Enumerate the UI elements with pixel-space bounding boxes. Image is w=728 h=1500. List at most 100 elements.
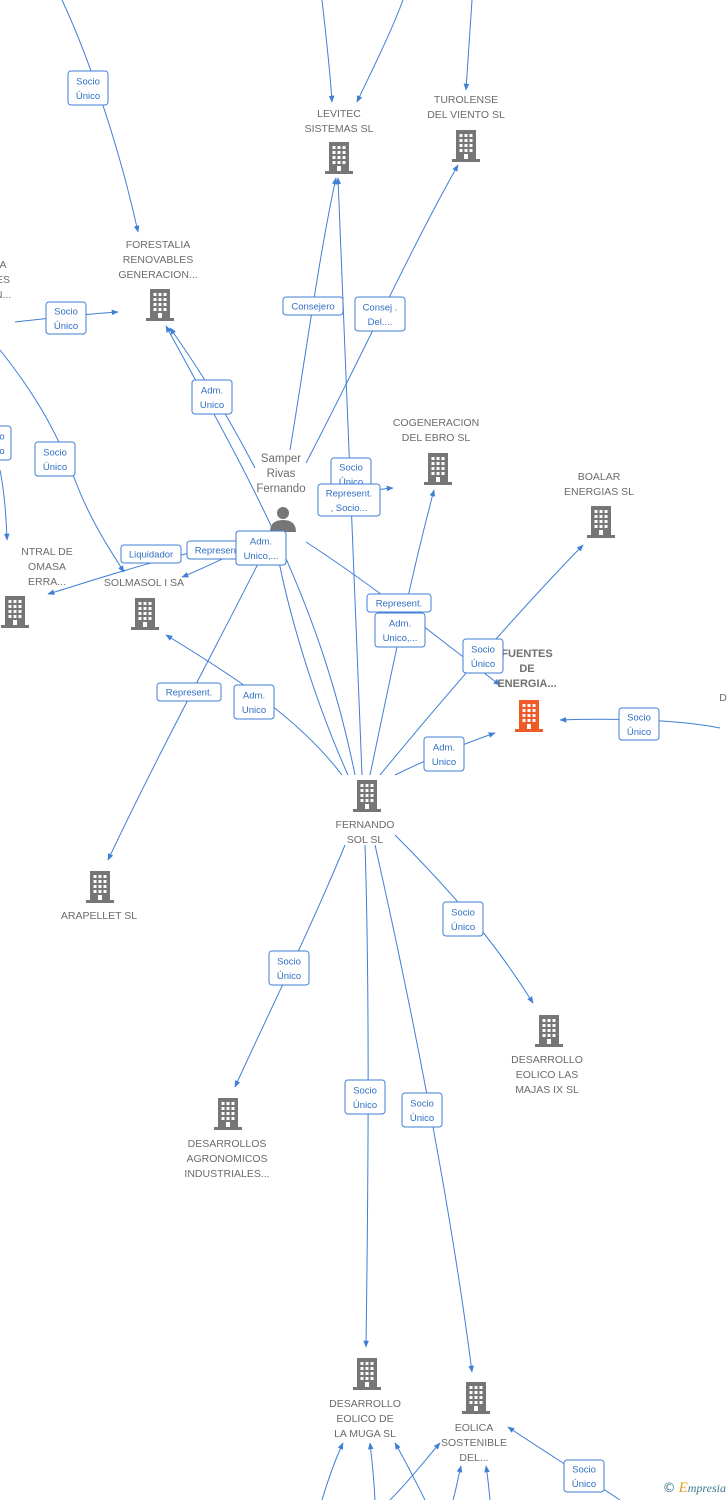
edge	[321, 0, 335, 103]
edge-label-adm-solmasol[interactable]: Adm.Unico	[233, 684, 275, 720]
edge-label-text: Socio	[54, 306, 78, 317]
edge-label-text: Adm.	[433, 742, 455, 753]
edge-label-box	[618, 707, 660, 741]
node-right-d[interactable]: D	[719, 692, 727, 704]
edge-label-represent-arap[interactable]: Represent.	[156, 682, 222, 702]
edge-label-text: Único	[339, 477, 363, 488]
node-label-line: INDUSTRIALES...	[184, 1168, 269, 1180]
node-eolica[interactable]: EOLICASOSTENIBLEDEL...	[441, 1382, 507, 1464]
node-forestalia[interactable]: FORESTALIARENOVABLESGENERACION...	[118, 239, 198, 321]
edge-label-text: Represent.	[326, 488, 372, 499]
edge-label-text: Único	[410, 1113, 434, 1124]
node-solmasol[interactable]: SOLMASOL I SA	[104, 577, 184, 630]
edge-label-text: Unico	[200, 400, 224, 411]
node-label-line: FORESTALIA	[126, 239, 191, 251]
edge-label-text: Socio	[76, 76, 100, 87]
building-icon	[353, 780, 381, 812]
node-label-line: BOALAR	[578, 471, 621, 483]
node-label-line: Rivas	[267, 468, 296, 480]
node-label-line: LEVITEC	[317, 108, 361, 120]
node-boalar[interactable]: BOALAR ENERGIAS SL	[564, 471, 634, 538]
edge-label-text: Unico	[432, 757, 456, 768]
node-label-line: SOSTENIBLE	[441, 1437, 507, 1449]
edge-label-text: Socio	[353, 1085, 377, 1096]
edge-label-represent-mid[interactable]: Represent.	[366, 593, 432, 613]
edge-label-text: o	[0, 431, 5, 442]
node-label-line: MAJAS IX SL	[515, 1084, 579, 1096]
node-fuentes[interactable]: FUENTESDEENERGIA...	[497, 648, 557, 732]
node-label-line: DESARROLLOS	[188, 1138, 267, 1150]
node-central[interactable]: NTRAL DEOMASAERRA...	[1, 546, 73, 628]
edge-label-box	[563, 1459, 605, 1493]
edge-label-box	[366, 593, 432, 613]
edge-label-adm-fuentes[interactable]: Adm. Unico	[423, 736, 465, 772]
edge-label-consejero[interactable]: Consejero	[282, 296, 344, 316]
edge-label-represent-socio[interactable]: Represent., Socio...	[317, 483, 381, 517]
node-label-line: LA MUGA SL	[334, 1428, 396, 1440]
edge-label-adm-unico-mid[interactable]: Adm.Unico,...	[374, 612, 426, 648]
edge-label-adm-unico-p[interactable]: Adm.Unico,...	[235, 530, 287, 566]
node-label-line: DESARROLLO	[511, 1054, 583, 1066]
edge-label-text: Unico	[242, 705, 266, 716]
node-label-line: ENERGIAS SL	[564, 486, 634, 498]
edge-label-adm-forestalia[interactable]: Adm.Unico	[191, 379, 233, 415]
building-icon	[1, 596, 29, 628]
edge-label-text: Único	[572, 1479, 596, 1490]
edge-label-text: Del....	[368, 317, 393, 328]
node-left-a[interactable]: AESN...	[0, 259, 11, 301]
node-label-line: ARAPELLET SL	[61, 910, 137, 922]
edge-label-box	[120, 544, 182, 564]
node-label-line: ERRA...	[28, 576, 66, 588]
node-label-line: AGRONOMICOS	[186, 1153, 267, 1165]
edge-label-liquidador[interactable]: Liquidador	[120, 544, 182, 564]
node-label-line: EOLICO LAS	[516, 1069, 578, 1081]
edge-label-text: Único	[76, 91, 100, 102]
edge-label-consej-del[interactable]: Consej .Del....	[354, 296, 406, 332]
edge-label-text: Socio	[43, 447, 67, 458]
node-label-line: EOLICA	[455, 1422, 494, 1434]
edge	[463, 0, 473, 91]
edge-label-box	[374, 612, 426, 648]
building-icon	[462, 1382, 490, 1414]
node-label-line: Samper	[261, 453, 301, 465]
edge-label-text: Socio	[471, 644, 495, 655]
node-label-line: RENOVABLES	[123, 254, 193, 266]
edge-label-partial-left[interactable]: oo	[0, 425, 12, 461]
node-desarrollos-agro[interactable]: DESARROLLOS AGRONOMICOS INDUSTRIALES...	[184, 1098, 270, 1180]
edge-label-text: Socio	[339, 462, 363, 473]
node-desarrollo-majas[interactable]: DESARROLLO EOLICO LAS MAJAS IX SL	[511, 1015, 583, 1096]
edge-label-box	[317, 483, 381, 517]
copyright-symbol: ©	[662, 1481, 676, 1496]
edge	[394, 1442, 426, 1500]
edge-label-box	[233, 684, 275, 720]
node-label-line: EOLICO DE	[336, 1413, 393, 1425]
node-arapellet[interactable]: ARAPELLET SL	[61, 871, 137, 922]
edge-label-box	[34, 441, 76, 477]
edge-label-box	[156, 682, 222, 702]
building-icon	[325, 142, 353, 174]
edge-label-text: Consejero	[291, 302, 334, 313]
edge-label-box	[354, 296, 406, 332]
edge-label-box	[344, 1079, 386, 1115]
edge-label-text: Socio	[451, 907, 475, 918]
